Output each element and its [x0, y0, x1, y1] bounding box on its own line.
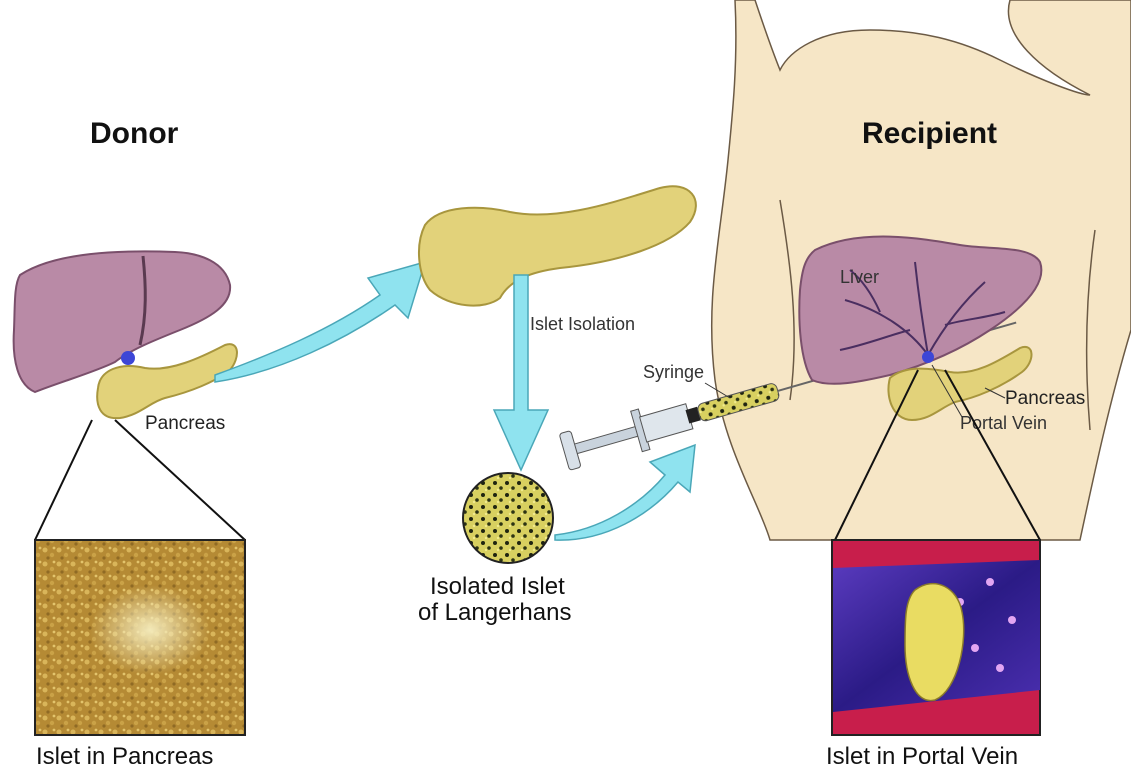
donor-zoom-line-right	[115, 420, 245, 540]
donor-portal-junction	[121, 351, 135, 365]
isolated-islet	[463, 473, 553, 563]
portal-vein-image	[832, 540, 1040, 735]
liver-label: Liver	[840, 267, 879, 287]
isolated-pancreas	[419, 186, 696, 305]
syringe-label: Syringe	[643, 362, 704, 382]
syringe-barrel	[640, 404, 693, 442]
donor-zoom-line-left	[35, 420, 92, 540]
isolated-islet-label-line1: Isolated Islet	[430, 573, 565, 600]
donor-title: Donor	[90, 117, 179, 150]
syringe-plunger-rod	[573, 425, 643, 454]
recipient-pancreas-label: Pancreas	[1005, 388, 1085, 409]
islet-isolation-label: Islet Isolation	[530, 314, 635, 334]
recipient-caption: Islet in Portal Vein	[826, 743, 1018, 770]
recipient-portal-junction	[922, 351, 934, 363]
isolated-islet-label-line2: of Langerhans	[418, 599, 571, 626]
portal-vein-label: Portal Vein	[960, 413, 1047, 433]
arrow-donor-to-pancreas	[215, 262, 425, 382]
donor-caption: Islet in Pancreas	[36, 743, 213, 770]
donor-islet-highlight	[90, 585, 210, 675]
recipient-title: Recipient	[862, 117, 997, 150]
donor-pancreas-label: Pancreas	[145, 413, 225, 434]
arrow-islet-isolation	[494, 275, 548, 470]
